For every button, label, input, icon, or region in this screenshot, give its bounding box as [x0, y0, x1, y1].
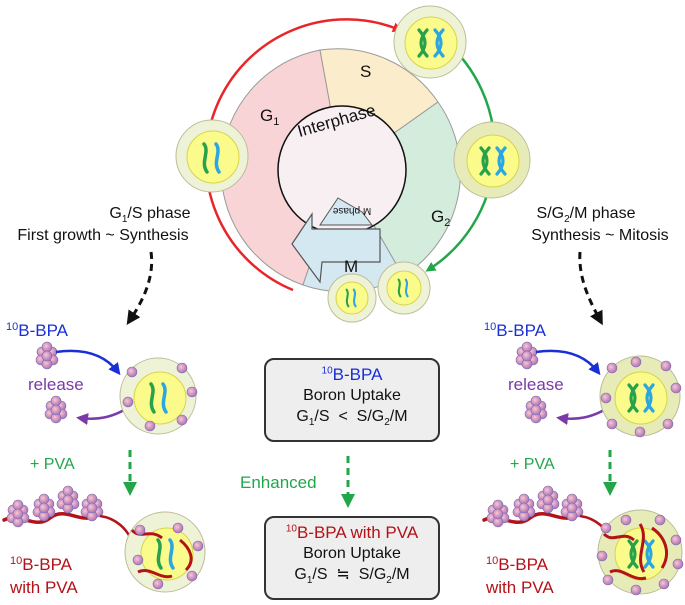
m-phase-block-arrow	[291, 212, 381, 284]
cell-s	[393, 5, 467, 79]
right-black-dash-arrow	[578, 251, 603, 326]
right-bpa-pva-label-line1: 10B-BPA	[486, 555, 549, 574]
left-boron-cluster-in	[35, 341, 59, 370]
left-cell-bpa-pva	[124, 511, 206, 593]
left-pva-label: + PVA	[30, 456, 75, 473]
cell-g1	[175, 119, 249, 193]
m-phase-inner-label: M phase	[332, 205, 371, 216]
right-uptake-arrow	[535, 349, 601, 376]
uptake-box-bpa-pva: 10B-BPA with PVA Boron Uptake G1/S ≒ S/G…	[264, 516, 440, 600]
left-uptake-arrow	[55, 349, 121, 376]
left-bpa-pva-label-line2: with PVA	[9, 578, 78, 597]
enhanced-label: Enhanced	[240, 473, 317, 492]
right-boron-cluster-in	[515, 341, 539, 370]
left-black-dash-arrow	[126, 251, 154, 325]
m-phase-wedge	[319, 197, 374, 226]
cell-m-daughter-left	[327, 273, 377, 323]
right-cell-bpa-pva	[596, 509, 684, 596]
uptake-box-bpa-pva-line1: Boron Uptake	[303, 545, 401, 562]
right-phase-caption-line1: S/G2/M phase	[537, 205, 636, 225]
uptake-box-bpa-title: 10B-BPA	[321, 365, 383, 384]
right-bpa-label: 10B-BPA	[484, 321, 547, 340]
right-phase-caption-line2: Synthesis ~ Mitosis	[531, 227, 668, 244]
cell-m-daughter-right	[377, 261, 431, 315]
right-bpa-pva-label-line2: with PVA	[485, 578, 554, 597]
uptake-box-bpa-line1: Boron Uptake	[303, 387, 401, 404]
uptake-box-bpa-pva-compare: G1/S ≒ S/G2/M	[294, 566, 410, 587]
uptake-box-bpa-compare: G1/S < S/G2/M	[296, 408, 408, 429]
right-release-label: release	[508, 375, 564, 394]
phase-label-g2: G2	[431, 207, 450, 229]
left-release-label: release	[28, 375, 84, 394]
uptake-box-bpa-pva-title: 10B-BPA with PVA	[285, 523, 419, 542]
phase-label-s: S	[360, 62, 371, 81]
right-boron-cluster-out	[524, 395, 548, 424]
left-bpa-pva-label-line1: 10B-BPA	[10, 555, 73, 574]
left-phase-caption-line2: First growth ~ Synthesis	[17, 227, 188, 244]
right-cell-bpa	[599, 355, 682, 438]
g1s-red-arc	[204, 18, 403, 292]
phase-label-m: M	[344, 257, 358, 276]
right-pva-label: + PVA	[510, 456, 555, 473]
phase-label-g1: G1	[260, 106, 279, 128]
left-bpa-label: 10B-BPA	[6, 321, 69, 340]
left-boron-cluster-out	[44, 395, 68, 424]
left-release-arrow	[76, 408, 125, 426]
right-pva-polymer	[482, 485, 584, 528]
cell-cycle-wheel	[220, 48, 461, 293]
left-pva-polymer	[2, 485, 104, 528]
uptake-box-bpa: 10B-BPA Boron Uptake G1/S < S/G2/M	[264, 358, 440, 442]
left-cell-bpa	[119, 357, 198, 435]
right-release-arrow	[556, 408, 605, 426]
cell-g2	[453, 121, 531, 199]
left-phase-caption-line1: G1/S phase	[109, 205, 190, 225]
